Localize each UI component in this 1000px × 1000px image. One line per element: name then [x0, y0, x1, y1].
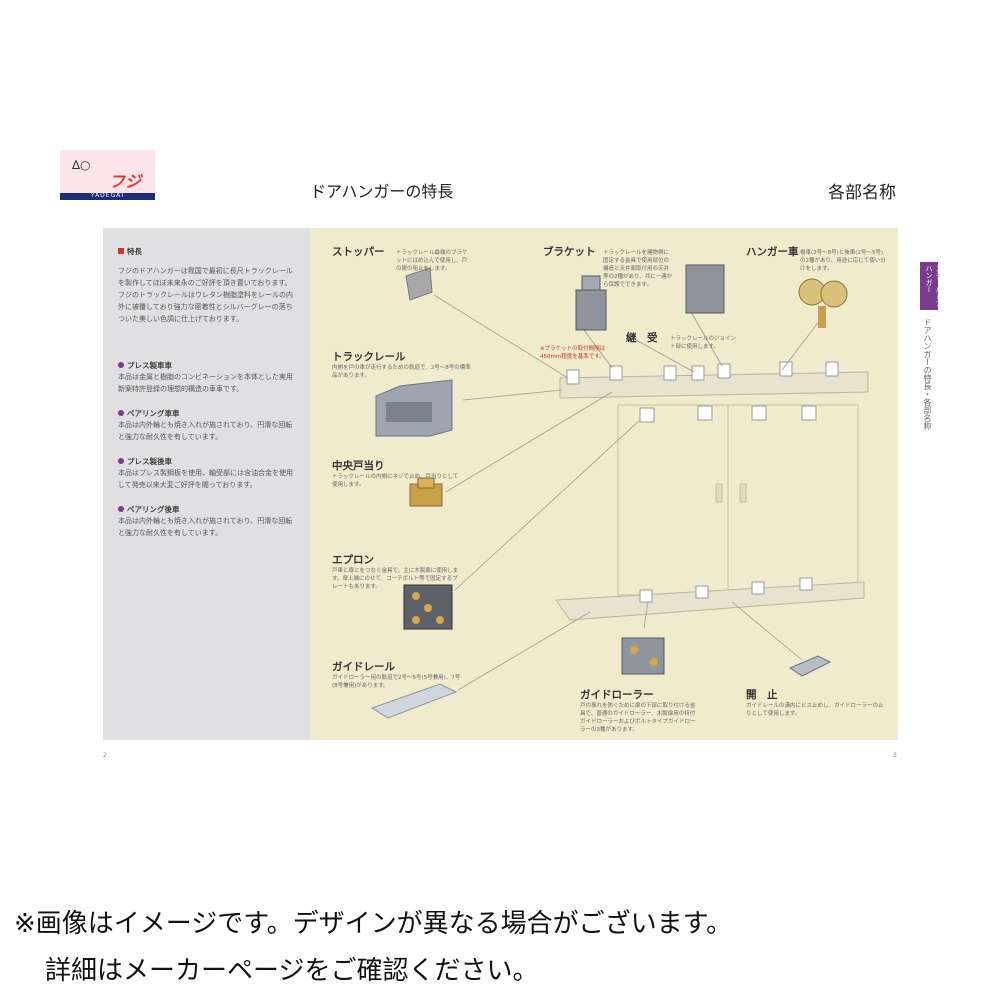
track-rail — [559, 371, 869, 399]
bracket-top — [581, 275, 601, 291]
rail-bracket — [566, 369, 580, 385]
logo-wordmark: フジ — [108, 172, 141, 191]
bracket-spacing-note: ※ブラケットの取付間隔は450mm程度を基準です。 — [540, 346, 606, 360]
rail-bracket — [825, 361, 839, 377]
section-heading: 特長 — [118, 246, 298, 257]
bolt-icon — [650, 658, 658, 666]
label-stop: 開 止 ガイドレールの溝内にビス止めし、ガイドローラーの止りとして使用します。 — [746, 689, 884, 717]
left-panel: 特長 フジのドアハンガーは我国で最初に長尺トラックレールを製作してほぼ未来永のご… — [103, 228, 310, 740]
rail-bracket — [717, 363, 731, 379]
rail-bracket — [609, 365, 623, 381]
bolt-icon — [424, 604, 432, 612]
guide-rail-icon — [370, 683, 458, 719]
leader-line — [689, 309, 723, 367]
bolt-icon — [630, 646, 638, 654]
leader-line — [583, 329, 613, 369]
label-apron: エプロン 戸車と扉とをつなぐ金具で、主に木製扉に使用します。扉上端にのせて、コー… — [332, 554, 459, 590]
side-tab: スチールドアハンガー — [920, 262, 943, 310]
feature-section-1: 特長 フジのドアハンガーは我国で最初に長尺トラックレールを製作してほぼ未来永のご… — [118, 246, 298, 325]
page-title-right: 各部名称 — [828, 183, 896, 203]
rail-bracket — [663, 365, 677, 381]
logo-bar: YADEGAI — [60, 192, 155, 200]
door-apron — [639, 407, 655, 423]
leader-line — [454, 419, 641, 591]
brand-logo: ∆○ フジ YADEGAI — [60, 150, 155, 200]
label-guide-rail: ガイドレール ガイドローラー用の軌道で2号〜5号(5号兼用)、7号(8号兼用)が… — [332, 661, 461, 689]
label-guide-roller: ガイドローラー 戸の振れを防ぐために扉の下部に取り付ける金具で、普通のガイドロー… — [580, 689, 696, 733]
label-track-rail: トラックレール 内側を戸の車が走行するための軌道で、2号〜8号の標準品があります… — [332, 351, 471, 379]
logo-mark-icon: ∆○ — [72, 158, 91, 172]
stopper-icon — [405, 267, 433, 301]
leader-line — [445, 391, 613, 493]
stop-icon — [788, 655, 832, 677]
door-apron — [801, 405, 817, 421]
footer-note-1: ※画像はイメージです。デザインが異なる場合がございます。 — [14, 909, 733, 939]
guide-roller-small — [639, 589, 653, 603]
feature-section-3: ベアリング車車 本品は内外輪とも焼き入れが施されており、円滑な回転と強力な耐久性… — [118, 409, 293, 441]
leader-line — [457, 611, 591, 691]
label-center-stop: 中央戸当り トラックレールの内側にネジで止め、戸当りとして使用します。 — [332, 460, 459, 488]
guide-roller-small — [751, 581, 765, 595]
guide-rail-floor — [555, 581, 865, 621]
door-apron — [751, 405, 767, 421]
leader-line — [731, 601, 803, 661]
leader-line — [635, 339, 695, 373]
bracket-large-icon — [685, 264, 725, 314]
bolt-icon — [412, 616, 420, 624]
label-joint: 継 受 トラックレールのジョイント部に使用します。 — [626, 332, 737, 350]
feature-section-2: プレス製車車 本品は金属と樹脂のコンビネーションを本体とした実用新案特許登録の理… — [118, 361, 293, 393]
rail-bracket — [691, 365, 705, 381]
leader-line — [433, 294, 569, 379]
hanger-shaft — [818, 306, 826, 328]
guide-roller-small — [799, 577, 813, 591]
hanger-wheel-icon — [820, 280, 848, 308]
door-handle-right — [739, 483, 747, 503]
leader-line — [643, 601, 649, 629]
section-body: フジのドアハンガーは我国で最初に長尺トラックレールを製作してほぼ未来永のご好評を… — [118, 267, 293, 323]
label-stopper: ストッパー トラックレール最端のブラケットにはめ込んで使用し、戸の脱の阻止をしま… — [332, 246, 468, 272]
center-stop-cap — [417, 477, 435, 489]
page-number-left: 2 — [103, 752, 107, 759]
page-title-left: ドアハンガーの特長 — [310, 182, 454, 201]
rail-bracket — [779, 361, 793, 377]
feature-section-4: プレス製後車 本品はプレス製鋼板を使用、軸受部には含油合金を使用して発売以来大変… — [118, 457, 293, 489]
door-apron — [697, 405, 713, 421]
leader-line — [462, 389, 563, 401]
door-handle-left — [715, 483, 723, 503]
leader-line — [781, 319, 821, 371]
label-bracket: ブラケット トラックレールを建物側に固定する金具で使用部位の構造と天井面取付用の… — [543, 246, 673, 288]
guide-roller-small — [695, 585, 709, 599]
bolt-icon — [412, 592, 420, 600]
side-caption: ドアハンガーの特長・各部名称 — [923, 318, 932, 430]
feature-section-5: ベアリング後車 本品は内外輪とも焼き入れが施されており、円滑な回転と強力な耐久性… — [118, 505, 293, 537]
track-rail-slot — [386, 402, 432, 422]
label-hanger: ハンガー車 複車(2号〜8号)と後車(2号〜5号)の2種があり、用途に応じて使い… — [746, 246, 886, 272]
bolt-icon — [436, 616, 444, 624]
bracket-icon — [575, 289, 607, 331]
page-number-right: 3 — [893, 752, 897, 759]
door-outline — [617, 404, 859, 596]
footer-note-2: 詳細はメーカーページをご確認ください。 — [45, 956, 539, 986]
guide-roller-icon — [621, 637, 665, 675]
